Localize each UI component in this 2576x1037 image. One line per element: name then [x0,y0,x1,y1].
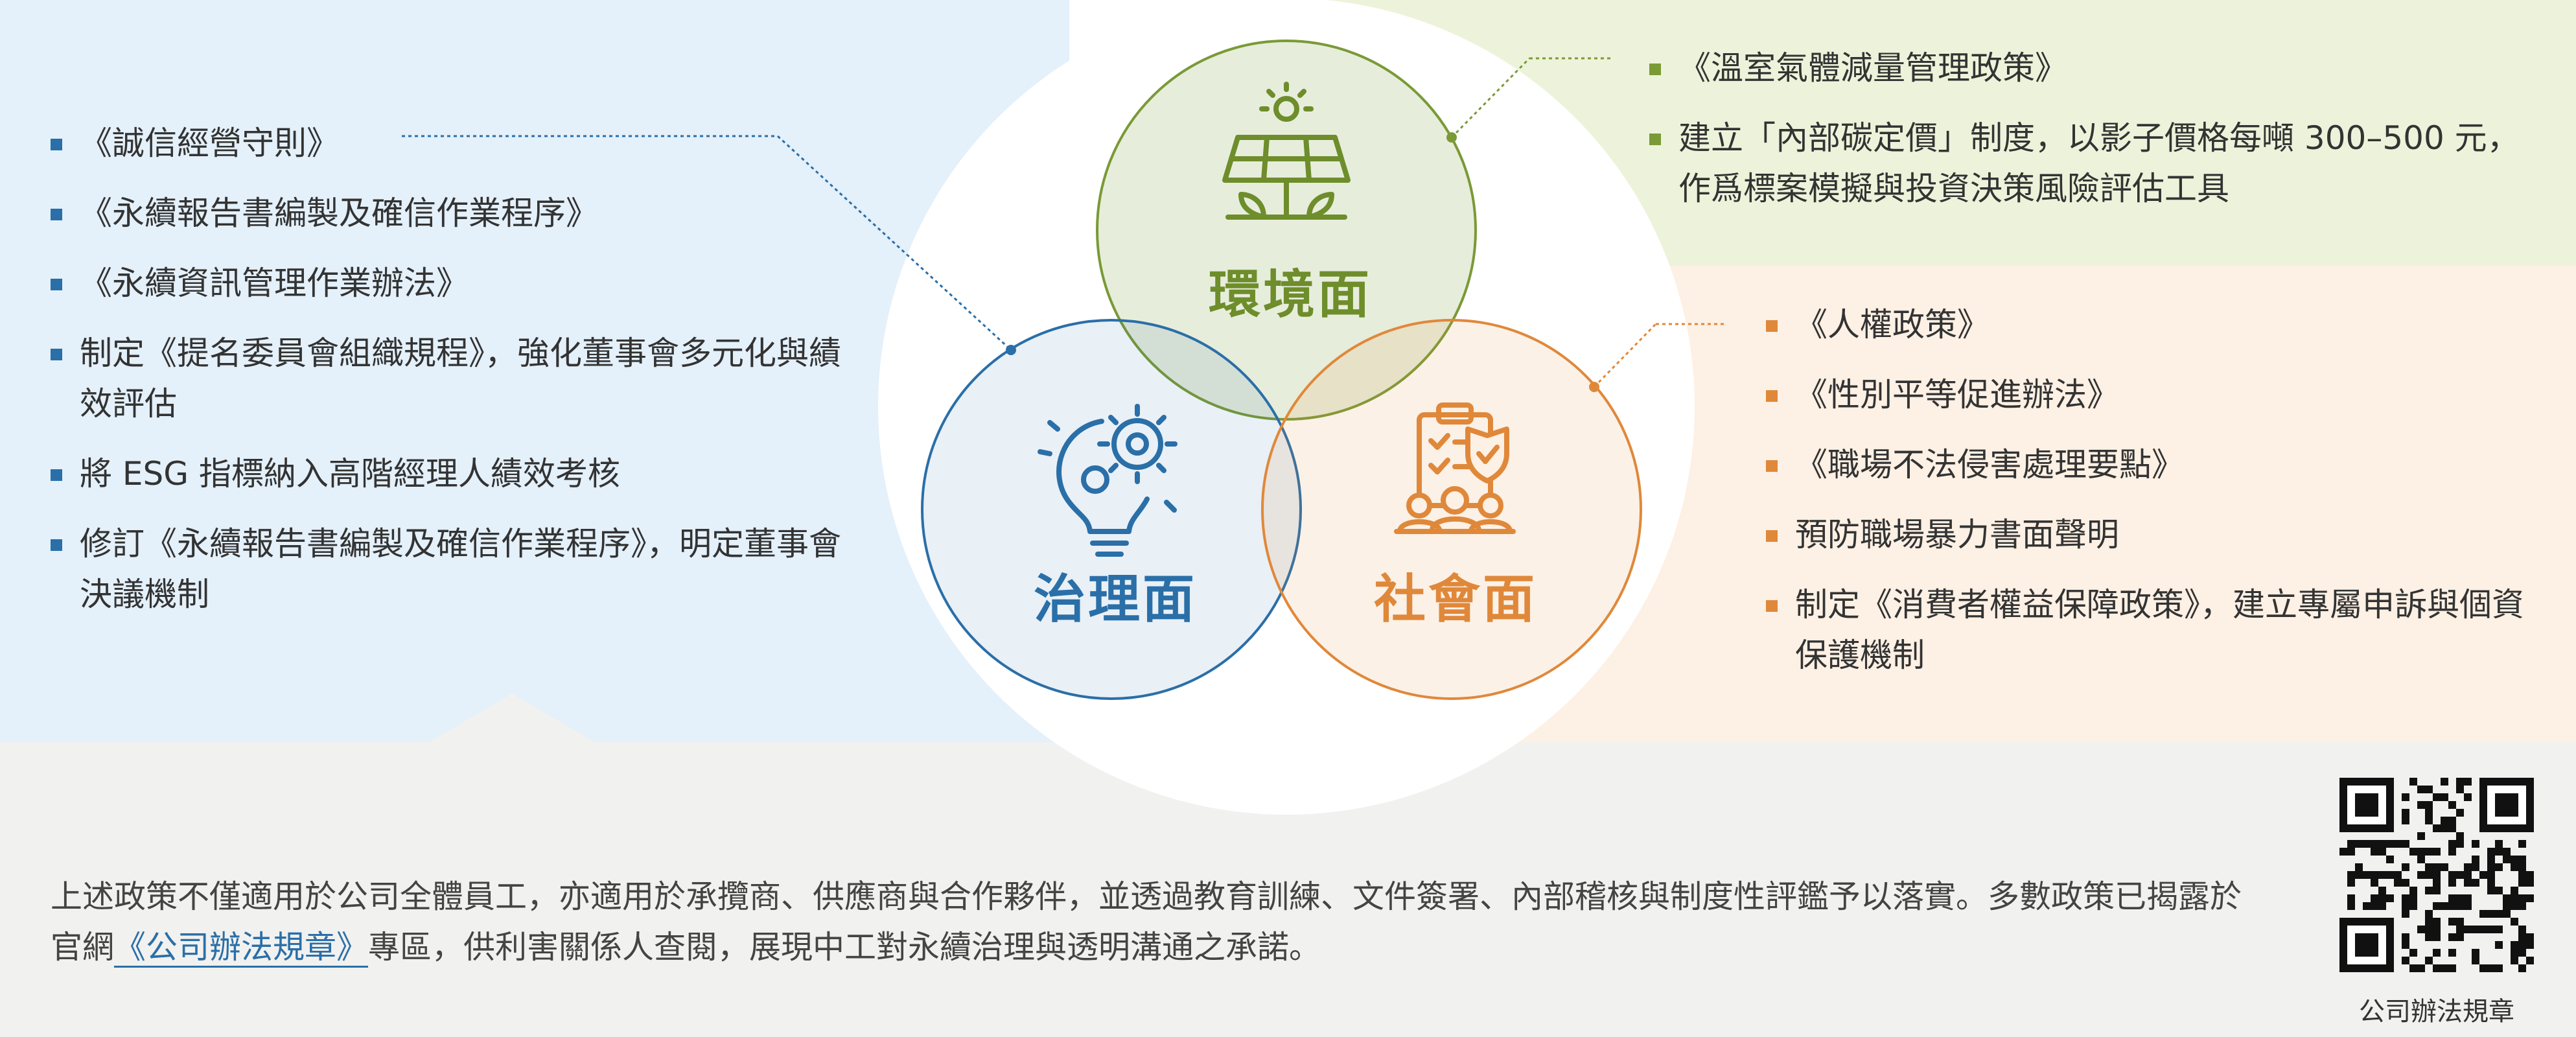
bullet-square [51,209,62,220]
governance-leader-line [402,135,1016,355]
list-item: 《永續資訊管理作業辦法》 [51,258,861,309]
clipboard-people-shield-icon [1394,402,1516,534]
solar-panel-icon [1222,82,1351,220]
bullet-square [51,349,62,360]
list-item: 建立「內部碳定價」制度，以影子價格每噸 300–500 元，作爲標案模擬與投資決… [1649,113,2544,214]
bullet-square [1766,530,1778,542]
environment-policy-list: 《溫室氣體減量管理政策》 建立「內部碳定價」制度，以影子價格每噸 300–500… [1649,43,2544,233]
footer-paragraph: 上述政策不僅適用於公司全體員工，亦適用於承攬商、供應商與合作夥伴，並透過教育訓練… [51,872,2254,973]
bullet-square [1766,320,1778,332]
footer-text-after: 專區，供利害關係人查閱，展現中工對永續治理與透明溝通之承諾。 [368,929,1321,966]
governance-label: 治理面 [1034,569,1197,629]
venn-backdrop [878,0,1695,815]
bullet-square [51,539,62,551]
list-item: 《職場不法侵害處理要點》 [1766,439,2544,490]
list-item: 《性別平等促進辦法》 [1766,369,2544,420]
list-item: 《人權政策》 [1766,299,2544,350]
environment-leader-line [1446,57,1614,143]
list-item: 修訂《永續報告書編製及確信作業程序》，明定董事會決議機制 [51,518,861,620]
bullet-square [51,469,62,481]
social-label: 社會面 [1374,569,1537,629]
bullet-square [1766,600,1778,612]
gear-lightbulb-icon [1038,404,1178,557]
qr-caption: 公司辦法規章 [2359,997,2514,1027]
social-policy-list: 《人權政策》 《性別平等促進辦法》 《職場不法侵害處理要點》 預防職場暴力書面聲… [1766,299,2544,700]
bullet-square [1766,460,1778,472]
list-item: 預防職場暴力書面聲明 [1766,509,2544,560]
bullet-square [1766,390,1778,402]
bullet-square [1649,64,1661,75]
qr-code[interactable] [2339,778,2534,972]
list-item: 制定《提名委員會組織規程》，強化董事會多元化與績效評估 [51,328,861,429]
list-item: 《誠信經營守則》 [51,118,861,169]
bullet-square [1649,134,1661,145]
list-item: 《永續報告書編製及確信作業程序》 [51,188,861,239]
list-item: 《溫室氣體減量管理政策》 [1649,43,2544,93]
list-item: 將 ESG 指標納入高階經理人績效考核 [51,449,861,499]
bullet-square [51,139,62,150]
bullet-square [51,279,62,290]
governance-circle [921,319,1302,700]
list-item: 制定《消費者權益保障政策》，建立專屬申訴與個資保護機制 [1766,579,2544,681]
social-leader-line [1589,323,1724,392]
governance-policy-list: 《誠信經營守則》 《永續報告書編製及確信作業程序》 《永續資訊管理作業辦法》 制… [51,118,861,639]
environment-label: 環境面 [1209,264,1372,325]
notch-decoration [428,693,596,743]
policy-regulations-link[interactable]: 《公司辦法規章》 [114,929,369,968]
footer-text-before: 上述政策不僅適用於公司全體員工，亦適用於承攬商、供應商與合作夥伴，並透過教育訓練… [51,878,2242,966]
